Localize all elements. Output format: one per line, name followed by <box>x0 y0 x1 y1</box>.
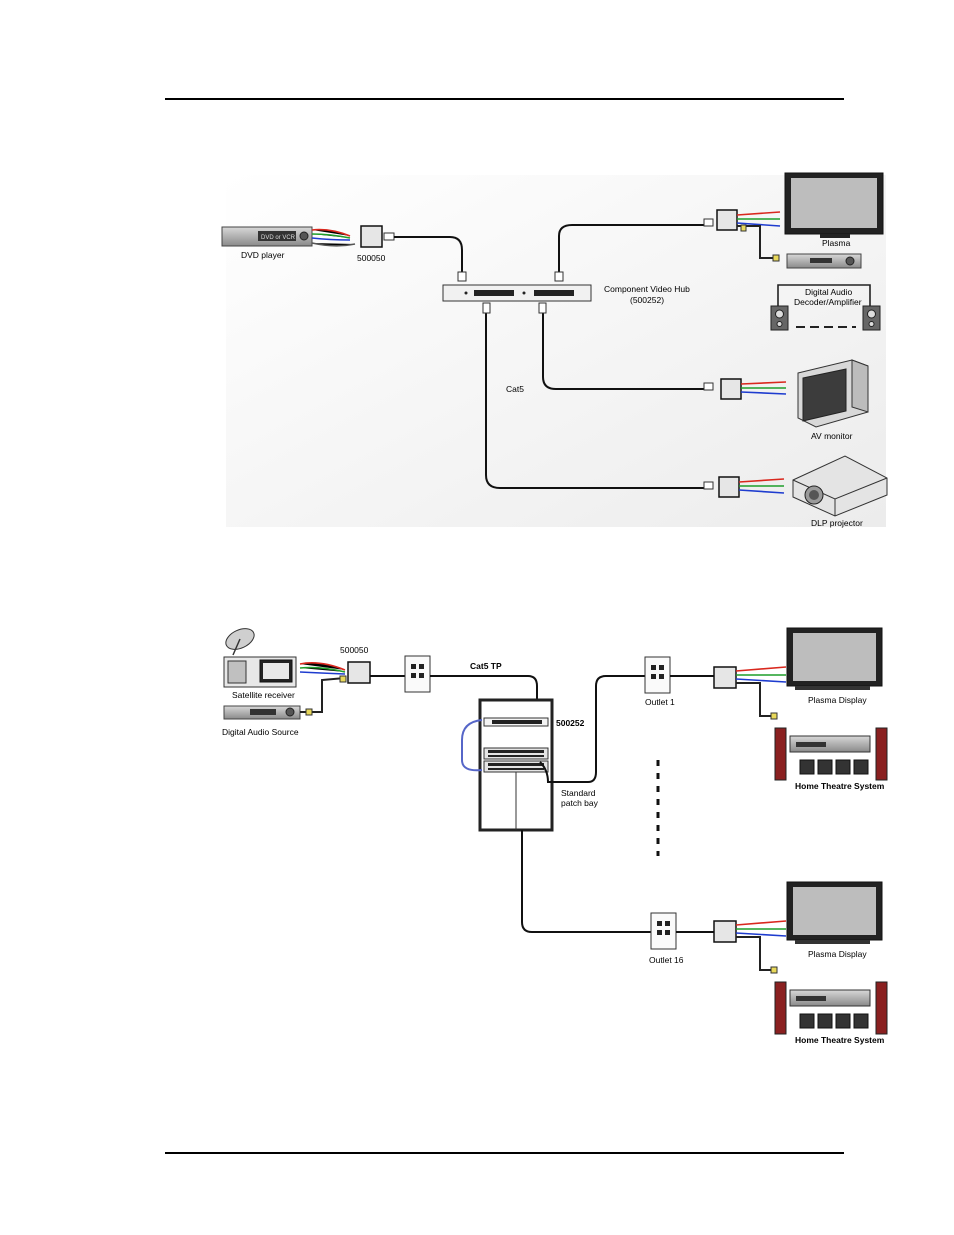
balun-outlet1-box <box>714 667 736 688</box>
audio-cable <box>736 683 776 716</box>
outlet-1-label: Outlet 1 <box>645 697 675 707</box>
rj45-plug-icon <box>555 272 563 281</box>
balun-outlet16-box <box>714 921 736 942</box>
rj45-plug-icon <box>704 383 713 390</box>
patch-bay-label-line1: Standard <box>561 788 596 798</box>
rj45-plug-icon <box>483 303 490 313</box>
balun-500050-label: 500050 <box>357 253 386 263</box>
balun-projector-box <box>719 477 739 497</box>
wall-plate-icon <box>405 656 430 692</box>
audio-plug-icon <box>340 676 346 682</box>
satellite-receiver-label: Satellite receiver <box>232 690 295 700</box>
rj45-plug-icon <box>539 303 546 313</box>
audio-plug-icon <box>306 709 312 715</box>
rj45-plug-icon <box>704 219 713 226</box>
balun-500050-label-2: 500050 <box>340 645 369 655</box>
dlp-projector-label: DLP projector <box>811 518 863 528</box>
home-theatre-bottom-label: Home Theatre System <box>795 1035 885 1045</box>
bottom-rca-cables <box>736 921 786 936</box>
decoder-label-line1: Digital Audio <box>805 287 853 297</box>
rj45-plug-icon <box>458 272 466 281</box>
satellite-rca-cables <box>300 663 345 674</box>
audio-plug-icon <box>773 255 779 261</box>
dvd-player-label: DVD player <box>241 250 285 260</box>
top-rca-cables <box>736 667 786 682</box>
patch-rack-icon <box>462 700 552 830</box>
rj45-plug-icon <box>704 482 713 489</box>
audio-plug-icon <box>771 967 777 973</box>
dvd-screen-text: DVD or VCR <box>261 235 296 241</box>
patch-bay-label-line2: patch bay <box>561 798 599 808</box>
cat5-tp-label: Cat5 TP <box>470 661 502 671</box>
home-theatre-bottom-icon <box>775 982 887 1034</box>
component-video-hub-icon <box>443 285 591 301</box>
home-theatre-top-label: Home Theatre System <box>795 781 885 791</box>
av-monitor-label: AV monitor <box>811 431 853 441</box>
plasma-display-top-label: Plasma Display <box>808 695 867 705</box>
outlet-16-plate-icon <box>651 913 676 949</box>
plasma-tv-icon <box>785 173 883 238</box>
outlet-1-plate-icon <box>645 657 670 693</box>
balun-plasma-box <box>717 210 737 230</box>
digital-audio-source-icon <box>224 706 300 719</box>
cat5-label: Cat5 <box>506 384 524 394</box>
cat5-cable-rack-outlet1 <box>540 676 646 782</box>
decoder-amplifier-icon <box>787 254 861 268</box>
diagram-component-video-hub: DVD or VCR DVD player 500050 Component V… <box>222 173 887 528</box>
digital-audio-source-label: Digital Audio Source <box>222 727 299 737</box>
diagram-distribution-system: Satellite receiver Digital Audio Source … <box>222 625 887 1045</box>
audio-cable <box>300 678 345 712</box>
plasma-display-bottom-label: Plasma Display <box>808 949 867 959</box>
speaker-left-icon <box>771 306 788 330</box>
plasma-label: Plasma <box>822 238 851 248</box>
audio-cable <box>736 937 776 970</box>
balun-monitor-box <box>721 379 741 399</box>
speaker-right-icon <box>863 306 880 330</box>
audio-plug-icon <box>771 713 777 719</box>
decoder-label-line2: Decoder/Amplifier <box>794 297 862 307</box>
rj45-plug-icon <box>384 233 394 240</box>
hub-label-line2: (500252) <box>630 295 664 305</box>
home-theatre-top-icon <box>775 728 887 780</box>
balun-500050-box <box>361 226 382 247</box>
plasma-display-top-icon <box>787 628 882 690</box>
plasma-display-bottom-icon <box>787 882 882 944</box>
cat5-cable-plate-rack <box>430 676 537 700</box>
cat5-cable-rack-outlet16 <box>522 830 652 932</box>
satellite-receiver-icon <box>223 625 296 687</box>
balun-500050-box-2 <box>348 662 370 683</box>
hub-label-line1: Component Video Hub <box>604 284 690 294</box>
audio-plug-icon <box>741 225 746 231</box>
hub-500252-label: 500252 <box>556 718 585 728</box>
outlet-16-label: Outlet 16 <box>649 955 684 965</box>
